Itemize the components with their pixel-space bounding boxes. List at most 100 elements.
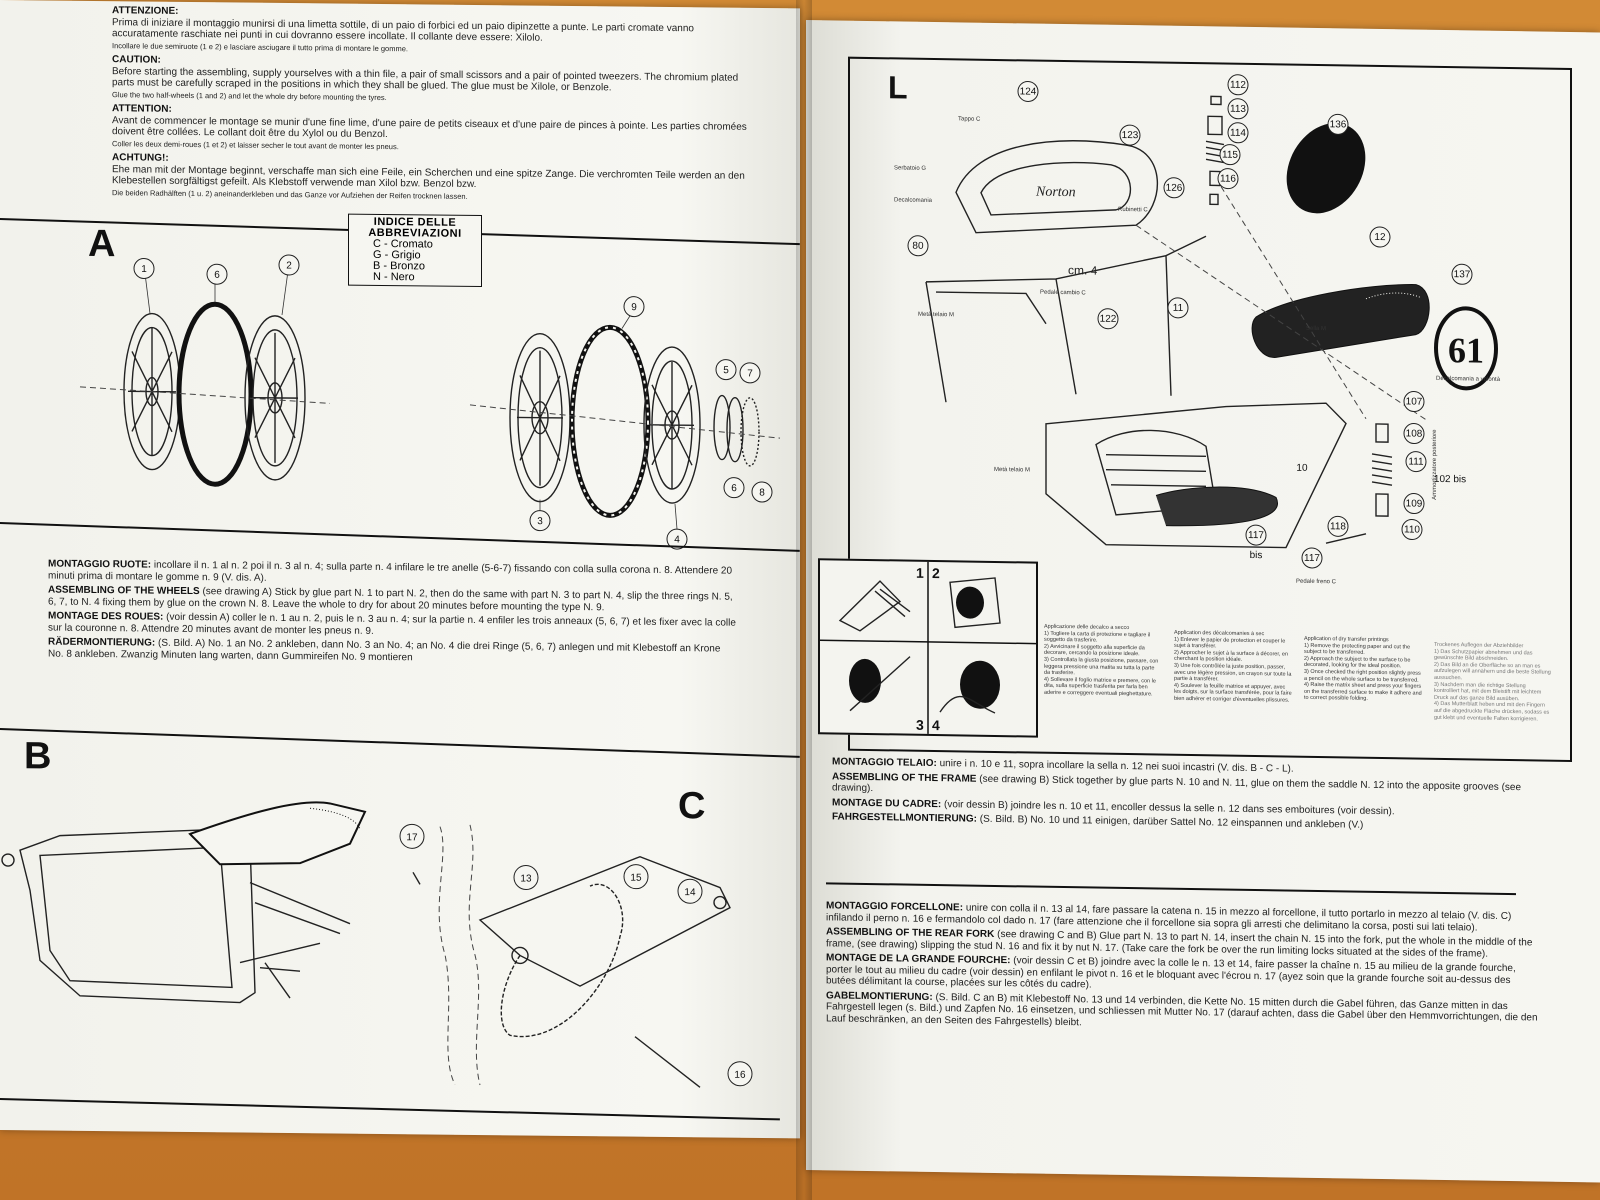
- callout-107: 107: [1403, 391, 1425, 413]
- callout-9: 9: [623, 296, 645, 318]
- race-number: 61: [1448, 330, 1484, 371]
- callout-8: 8: [751, 481, 773, 503]
- callout-label: 117: [1304, 553, 1320, 564]
- part-label: Decalcomania a volontà: [1436, 376, 1501, 383]
- book-spine: [796, 0, 812, 1200]
- part-label: Serbatoio G: [894, 165, 926, 172]
- transfer-it-item: 4) Sollevare il foglio matrice e premere…: [1044, 676, 1156, 698]
- callout-label: 114: [1230, 128, 1246, 139]
- callout-label: 3: [537, 516, 543, 527]
- frame-drawing: [1, 801, 367, 1004]
- front-wheel-right-half: [244, 315, 306, 481]
- part-label: Pedale cambio C: [1040, 290, 1086, 297]
- callout-label: 137: [1454, 269, 1471, 280]
- callout-label: 122: [1100, 314, 1117, 325]
- callout-15: 15: [623, 864, 649, 890]
- fork-instructions: MONTAGGIO FORCELLONE: unire con colla il…: [826, 900, 1538, 1038]
- callout-109: 109: [1403, 493, 1425, 515]
- part-label: Rubinetti C: [1118, 207, 1148, 213]
- transfer-col-en: Application of dry transfer printings 1)…: [1304, 636, 1422, 704]
- step-number: 2: [932, 565, 940, 581]
- callout-122: 122: [1097, 308, 1119, 330]
- callout-115: 115: [1219, 144, 1241, 166]
- callout-label: 117: [1248, 530, 1264, 541]
- rear-fork-drawing: [412, 824, 731, 1088]
- callout-label: 17: [406, 832, 418, 843]
- callout-label: 14: [684, 887, 696, 898]
- callout-14: 14: [677, 878, 703, 904]
- callout-113: 113: [1227, 98, 1249, 120]
- left-page: ATTENZIONE: Prima di iniziare il montagg…: [0, 0, 800, 1139]
- callout-117b: 117: [1301, 547, 1323, 569]
- callout-label: 112: [1230, 80, 1246, 91]
- part-label: Metà telaio M: [918, 312, 954, 319]
- callout-label: 7: [747, 368, 753, 379]
- step-number: 3: [916, 717, 924, 733]
- callout-117: 117: [1245, 524, 1267, 546]
- callout-label: 107: [1406, 396, 1423, 407]
- callout-label: 116: [1220, 174, 1236, 185]
- callout-label: 15: [630, 873, 642, 884]
- callout-118: 118: [1327, 515, 1349, 537]
- transfer-de-item: 4) Das Mutterblatt heben und mit den Fin…: [1434, 701, 1550, 723]
- callout-label: 115: [1222, 150, 1238, 161]
- callout-label: 6: [731, 483, 737, 494]
- frame-instructions: MONTAGGIO TELAIO: unire i n. 10 e 11, so…: [832, 756, 1532, 836]
- callout-102-bis: 102 bis: [1434, 474, 1466, 486]
- shock-absorber-parts: [1205, 95, 1393, 544]
- step-number: 4: [932, 717, 940, 733]
- callout-136: 136: [1327, 113, 1349, 135]
- callout-label: 102 bis: [1434, 474, 1466, 486]
- callout-label: 111: [1408, 456, 1424, 467]
- callout-1: 1: [133, 258, 155, 280]
- transfer-col-it: Applicazione delle decalco a secco 1) To…: [1044, 624, 1162, 698]
- callouts-a: 1 6 2 9 5 7 6 8 3 4: [0, 0, 800, 550]
- motorcycle-exploded-drawing: Norton cm. 4 61: [894, 95, 1501, 586]
- callout-6: 6: [206, 263, 228, 285]
- frame-de-heading: FAHRGESTELLMONTIERUNG:: [832, 811, 977, 825]
- callout-label: 136: [1330, 119, 1347, 130]
- callout-label: 113: [1230, 104, 1246, 115]
- rings-5-6-7: [713, 394, 760, 467]
- callouts-l: 124 112 113 114 115 116 136 123 126 80 1…: [806, 20, 1600, 569]
- step-number: 1: [916, 565, 924, 581]
- transfer-col-fr: Application des décalcomanies à sec 1) E…: [1174, 630, 1292, 704]
- callout-label: 11: [1173, 303, 1184, 314]
- frame-de-text: (S. Bild. B) No. 10 und 11 einigen, darü…: [979, 813, 1364, 831]
- callout-label: 118: [1330, 521, 1346, 532]
- callout-112: 112: [1227, 74, 1249, 96]
- callout-label: 109: [1406, 498, 1423, 509]
- callout-110: 110: [1401, 519, 1423, 541]
- transfer-de-item: 2) Das Bild an die Oberfläche so an man …: [1434, 661, 1551, 682]
- callout-label: 13: [520, 873, 532, 884]
- callout-label: 2: [286, 260, 292, 271]
- callout-label: 124: [1020, 86, 1037, 97]
- callout-108: 108: [1403, 423, 1425, 445]
- callout-17: 17: [399, 823, 425, 849]
- transfer-de-item: 3) Nachdem man die richtige Stellung kon…: [1434, 681, 1542, 702]
- callout-126: 126: [1163, 177, 1185, 199]
- callout-label: 110: [1404, 524, 1420, 535]
- callout-label: bis: [1250, 550, 1263, 561]
- frame-fr-heading: MONTAGE DU CADRE:: [832, 796, 942, 810]
- callout-2: 2: [278, 254, 300, 276]
- callout-label: 126: [1166, 183, 1183, 194]
- callout-label: 5: [723, 365, 729, 376]
- part-label: Pedale freno C: [1296, 579, 1337, 586]
- callout-116: 116: [1217, 168, 1239, 190]
- callout-10: 10: [1296, 463, 1308, 474]
- part-label: Metà telaio M: [994, 467, 1030, 474]
- callout-111: 111: [1405, 451, 1427, 473]
- callout-label: 8: [759, 487, 765, 498]
- callout-4: 4: [666, 528, 688, 550]
- tank-brand: Norton: [1035, 185, 1076, 201]
- callout-label: 1: [141, 264, 147, 275]
- transfer-fr-item: 3) Une fois contrôlée la juste position,…: [1174, 662, 1292, 683]
- transfer-steps-panel: 1 2 3 4: [818, 558, 1038, 738]
- divider-frame-fork: [826, 882, 1516, 895]
- callout-7: 7: [739, 362, 761, 384]
- front-tyre: [176, 301, 254, 487]
- part-label: Sella M: [1306, 326, 1326, 332]
- callout-124: 124: [1017, 80, 1039, 102]
